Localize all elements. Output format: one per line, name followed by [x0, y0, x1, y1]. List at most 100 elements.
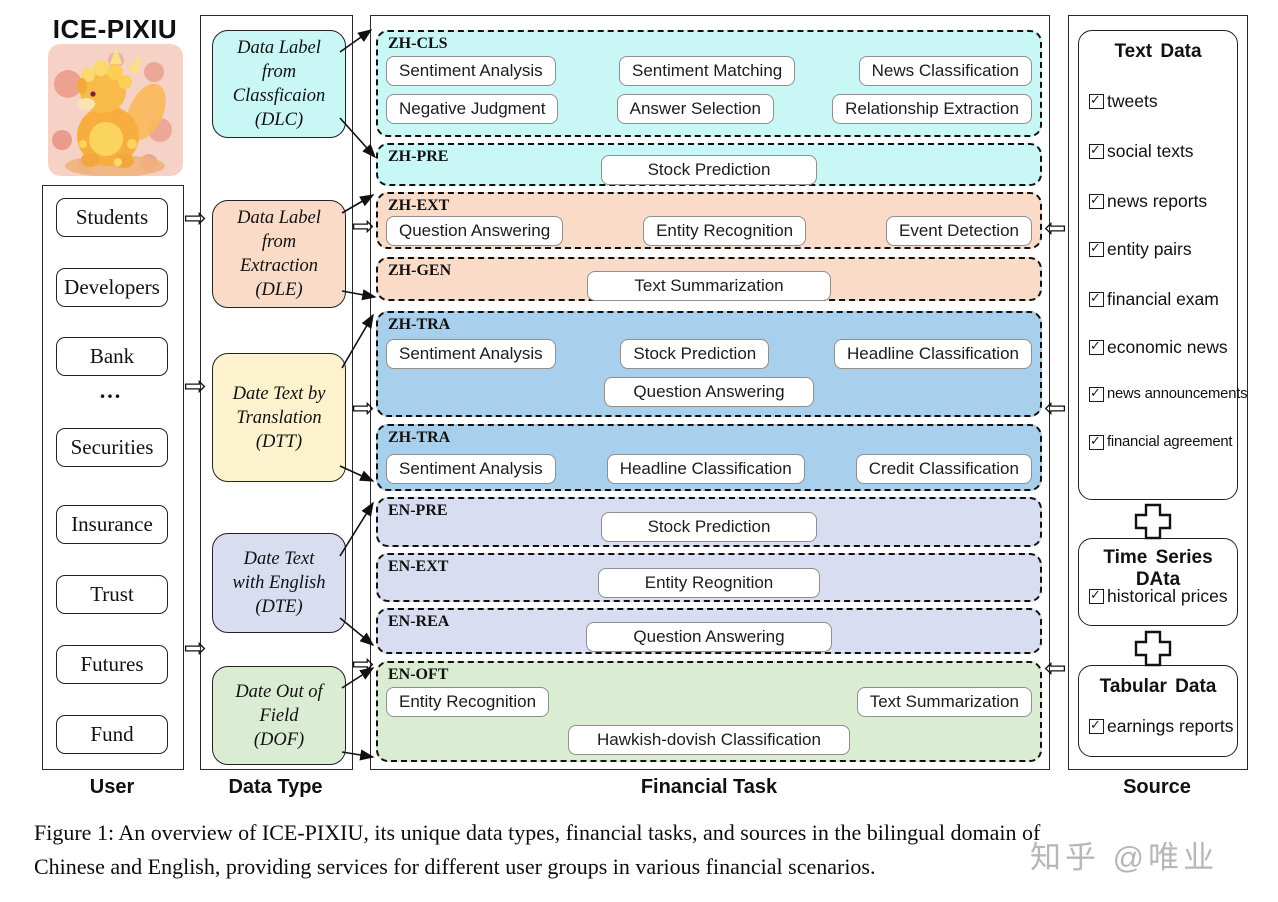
user-item: Fund [56, 715, 168, 754]
task-chip: Stock Prediction [600, 155, 818, 185]
right-arrow-icon: ⇨ [352, 649, 375, 680]
task-block-code: ZH-TRA [388, 429, 451, 446]
task-chip: Answer Selection [616, 94, 774, 124]
task-chip: Headline Classification [606, 454, 805, 484]
task-chip: Question Answering [386, 216, 564, 246]
source-item: tweets [1089, 91, 1158, 112]
source-item: economic news [1089, 337, 1228, 358]
task-block-en-pre-6: EN-PRE Stock Prediction [376, 497, 1042, 547]
task-block-code: EN-EXT [388, 558, 449, 575]
checked-checkbox-icon [1089, 92, 1104, 109]
source-section-title: Text Data [1114, 41, 1202, 62]
user-item: Developers [56, 268, 168, 307]
task-chip: Entity Recognition [386, 687, 550, 717]
task-block-code: EN-OFT [388, 666, 449, 683]
source-section-title: Tabular Data [1099, 676, 1217, 697]
task-block-code: EN-PRE [388, 502, 448, 519]
user-list-ellipsis: ... [99, 378, 123, 403]
task-chip-row: Sentiment Analysis Headline Classificatio… [386, 454, 1032, 484]
user-item: Students [56, 198, 168, 237]
user-item: Futures [56, 645, 168, 684]
task-block-code: ZH-TRA [388, 316, 451, 333]
task-block-code: ZH-GEN [388, 262, 452, 279]
task-chip-row: Negative Judgment Answer Selection Relatio… [386, 94, 1032, 124]
checked-checkbox-icon [1089, 433, 1104, 450]
source-item: news announcements [1089, 385, 1248, 402]
checked-checkbox-icon [1089, 385, 1104, 402]
pixiu-illustration [48, 44, 183, 176]
task-chip-row: Hawkish-dovish Classification [386, 725, 1032, 755]
checked-checkbox-icon [1089, 192, 1104, 209]
user-item: Insurance [56, 505, 168, 544]
financial-task-column-label: Financial Task [640, 776, 778, 798]
source-item: earnings reports [1089, 716, 1233, 737]
task-chip: Question Answering [586, 622, 832, 652]
checked-checkbox-icon [1089, 338, 1104, 355]
task-chip: Relationship Extraction [832, 94, 1032, 124]
user-item: Trust [56, 575, 168, 614]
task-chip: Headline Classification [834, 339, 1032, 369]
task-chip: Event Detection [885, 216, 1032, 246]
task-chip-row: Stock Prediction [386, 155, 1032, 185]
user-item: Securities [56, 428, 168, 467]
task-chip: Text Summarization [587, 271, 831, 301]
right-arrow-icon: ⇨ [184, 371, 207, 402]
left-arrow-icon: ⇦ [1044, 213, 1067, 244]
data-type-column-label: Data Type [228, 776, 323, 798]
task-block-code: ZH-PRE [388, 148, 449, 165]
checked-checkbox-icon [1089, 587, 1104, 604]
task-chip: Sentiment Analysis [386, 56, 556, 86]
checked-checkbox-icon [1089, 240, 1104, 257]
source-section-1: Time Series DAtahistorical prices [1078, 538, 1238, 626]
task-chip: Negative Judgment [386, 94, 559, 124]
task-block-code: EN-REA [388, 613, 450, 630]
user-column-label: User [89, 776, 135, 798]
source-section-0: Text Data tweets social texts news reports e… [1078, 30, 1248, 500]
left-arrow-icon: ⇦ [1044, 653, 1067, 684]
task-block-code: ZH-CLS [388, 35, 448, 52]
source-column-label: Source [1123, 776, 1191, 798]
source-item: historical prices [1089, 586, 1228, 607]
task-block-zh-cls-0: ZH-CLS Sentiment Analysis Sentiment Matchi… [376, 30, 1042, 137]
task-block-zh-pre-1: ZH-PRE Stock Prediction [376, 143, 1042, 186]
source-section-title: Time Series DAta [1103, 547, 1213, 590]
task-block-zh-tra-5: ZH-TRA Sentiment Analysis Headline Classif… [376, 424, 1042, 491]
checked-checkbox-icon [1089, 290, 1104, 307]
task-chip: Sentiment Analysis [386, 454, 556, 484]
logo-title: ICE-PIXIU [52, 14, 178, 44]
task-chip-row: Stock Prediction [386, 512, 1032, 542]
task-chip-row: Text Summarization [386, 271, 1032, 301]
task-chip: Sentiment Matching [619, 56, 796, 86]
task-chip-row: Question Answering [386, 377, 1032, 407]
figure-caption-line2: Chinese and English, providing services … [34, 854, 876, 879]
right-arrow-icon: ⇨ [184, 633, 207, 664]
right-arrow-icon: ⇨ [352, 211, 375, 242]
left-arrow-icon: ⇦ [1044, 393, 1067, 424]
source-item: financial exam [1089, 289, 1219, 310]
source-item: news reports [1089, 191, 1207, 212]
source-item: social texts [1089, 141, 1194, 162]
user-item: Bank [56, 337, 168, 376]
task-chip-row: Entity Reognition [386, 568, 1032, 598]
task-chip: Sentiment Analysis [386, 339, 556, 369]
task-chip: Question Answering [604, 377, 814, 407]
source-item: financial agreement [1089, 433, 1233, 450]
task-chip: Entity Recognition [643, 216, 807, 246]
task-chip: Hawkish-dovish Classification [568, 725, 850, 755]
right-arrow-icon: ⇨ [184, 203, 207, 234]
task-chip: Stock Prediction [600, 512, 818, 542]
task-chip: Entity Reognition [597, 568, 821, 598]
task-chip: Text Summarization [856, 687, 1032, 717]
checked-checkbox-icon [1089, 717, 1104, 734]
source-section-2: Tabular Data earnings reports [1078, 665, 1238, 757]
